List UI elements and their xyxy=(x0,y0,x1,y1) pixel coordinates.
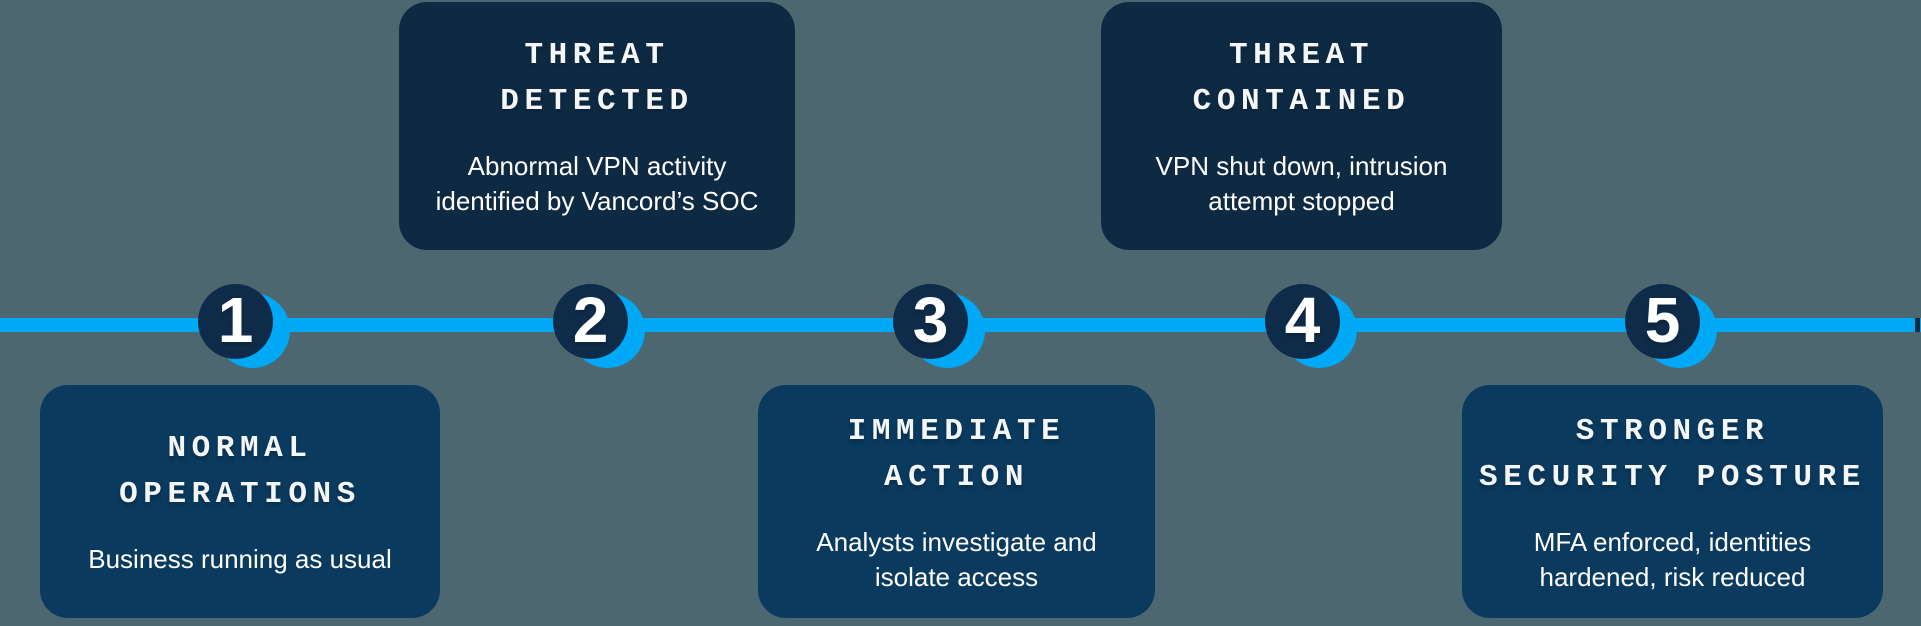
step-circle: 5 xyxy=(1625,284,1700,359)
step-number: 2 xyxy=(572,283,609,356)
step-circle: 1 xyxy=(198,284,273,359)
step-card-stronger-security-posture: STRONGER SECURITY POSTURE MFA enforced, … xyxy=(1462,385,1883,618)
step-title: THREAT DETECTED xyxy=(500,33,693,125)
step-title: IMMEDIATE ACTION xyxy=(848,409,1066,501)
step-description: VPN shut down, intrusion attempt stopped xyxy=(1155,151,1448,216)
step-title-line-1: THREAT xyxy=(1228,38,1375,73)
step-title-line-1: STRONGER xyxy=(1575,413,1770,449)
timeline-node-2: 2 xyxy=(553,284,645,368)
step-title-line-1: IMMEDIATE xyxy=(847,413,1066,449)
step-title-line-2: DETECTED xyxy=(500,84,694,119)
timeline-node-5: 5 xyxy=(1625,284,1717,368)
timeline-node-1: 1 xyxy=(198,284,290,368)
step-card-immediate-action: IMMEDIATE ACTION Analysts investigate an… xyxy=(758,385,1155,618)
step-title-line-1: NORMAL xyxy=(167,431,313,466)
step-number: 1 xyxy=(217,283,254,356)
step-card-threat-contained: THREAT CONTAINED VPN shut down, intrusio… xyxy=(1101,2,1502,250)
timeline-end-cap xyxy=(1915,318,1920,332)
step-title-line-2: OPERATIONS xyxy=(119,477,361,512)
step-title: THREAT CONTAINED xyxy=(1193,33,1411,125)
step-circle: 2 xyxy=(553,284,628,359)
timeline-node-3: 3 xyxy=(893,284,985,368)
step-number: 3 xyxy=(912,283,949,356)
step-description: MFA enforced, identities hardened, risk … xyxy=(1533,526,1812,592)
step-title: STRONGER SECURITY POSTURE xyxy=(1479,409,1866,501)
step-title-line-2: CONTAINED xyxy=(1192,84,1411,119)
step-description: Abnormal VPN activity identified by Vanc… xyxy=(435,151,759,216)
timeline-node-4: 4 xyxy=(1265,284,1357,368)
step-title: NORMAL OPERATIONS xyxy=(119,426,361,518)
step-description: Analysts investigate and isolate access xyxy=(816,526,1097,592)
step-circle: 4 xyxy=(1265,284,1340,359)
step-title-line-2: ACTION xyxy=(883,459,1030,495)
step-circle: 3 xyxy=(893,284,968,359)
step-card-threat-detected: THREAT DETECTED Abnormal VPN activity id… xyxy=(399,2,795,250)
step-title-line-1: THREAT xyxy=(524,38,670,73)
step-card-normal-operations: NORMAL OPERATIONS Business running as us… xyxy=(40,385,440,618)
step-title-line-2: SECURITY POSTURE xyxy=(1479,459,1866,495)
step-number: 5 xyxy=(1644,283,1681,356)
step-description: Business running as usual xyxy=(88,544,392,574)
step-number: 4 xyxy=(1284,283,1321,356)
